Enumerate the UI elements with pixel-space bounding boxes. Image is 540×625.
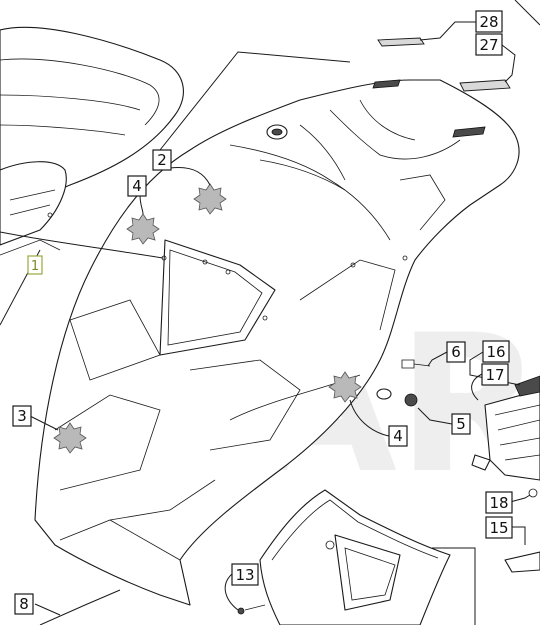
leader-lines	[29, 21, 531, 616]
frame-line-right-top	[514, 0, 540, 26]
hood-part	[34, 79, 520, 606]
callout-label-3: 3	[17, 407, 27, 425]
frame-line-1	[0, 231, 164, 259]
callout-label-1: 1	[31, 259, 39, 274]
seal-right	[328, 371, 362, 403]
frame-line-top	[159, 51, 351, 151]
callout-label-17: 17	[485, 366, 504, 384]
callout-label-16: 16	[486, 343, 505, 361]
side-panel-part	[471, 375, 540, 573]
seal-marks	[53, 183, 362, 454]
callout-label-2: 2	[157, 151, 167, 169]
callout-4-lower[interactable]: 4	[388, 425, 408, 447]
plate-28	[377, 37, 425, 47]
frame-line-bottom-right	[432, 547, 476, 625]
grommet-5	[376, 388, 392, 400]
callout-1[interactable]: 1	[27, 255, 43, 275]
callout-label-8: 8	[19, 595, 29, 613]
screw-6	[401, 359, 431, 369]
callout-label-6: 6	[451, 343, 461, 361]
callout-label-15: 15	[489, 519, 508, 537]
callout-13[interactable]: 13	[231, 563, 259, 586]
seal-lower	[53, 422, 87, 454]
callout-label-13: 13	[235, 566, 254, 584]
callout-label-27: 27	[479, 36, 498, 54]
callout-6[interactable]: 6	[446, 341, 466, 363]
seat-part	[0, 26, 184, 256]
cap-5	[404, 393, 418, 407]
callout-17[interactable]: 17	[481, 363, 509, 386]
callout-16[interactable]: 16	[482, 340, 510, 363]
callout-28[interactable]: 28	[475, 10, 503, 33]
callout-label-28: 28	[479, 13, 498, 31]
callout-label-4-upper: 4	[132, 177, 142, 195]
callout-2[interactable]: 2	[152, 149, 172, 171]
callout-3[interactable]: 3	[12, 405, 32, 427]
callout-15[interactable]: 15	[485, 516, 513, 539]
seal-upper	[193, 183, 227, 215]
callout-label-5: 5	[456, 415, 466, 433]
plate-27	[459, 79, 511, 92]
callout-18[interactable]: 18	[485, 491, 513, 514]
lower-panel-part	[237, 489, 451, 625]
callout-5[interactable]: 5	[451, 413, 471, 435]
callout-8[interactable]: 8	[14, 593, 34, 615]
callout-27[interactable]: 27	[475, 33, 503, 56]
frame-line-bottom-left	[39, 589, 121, 625]
callout-4-upper[interactable]: 4	[127, 175, 147, 197]
seal-left	[126, 213, 160, 245]
callout-label-4-lower: 4	[393, 427, 403, 445]
callout-label-18: 18	[489, 494, 508, 512]
